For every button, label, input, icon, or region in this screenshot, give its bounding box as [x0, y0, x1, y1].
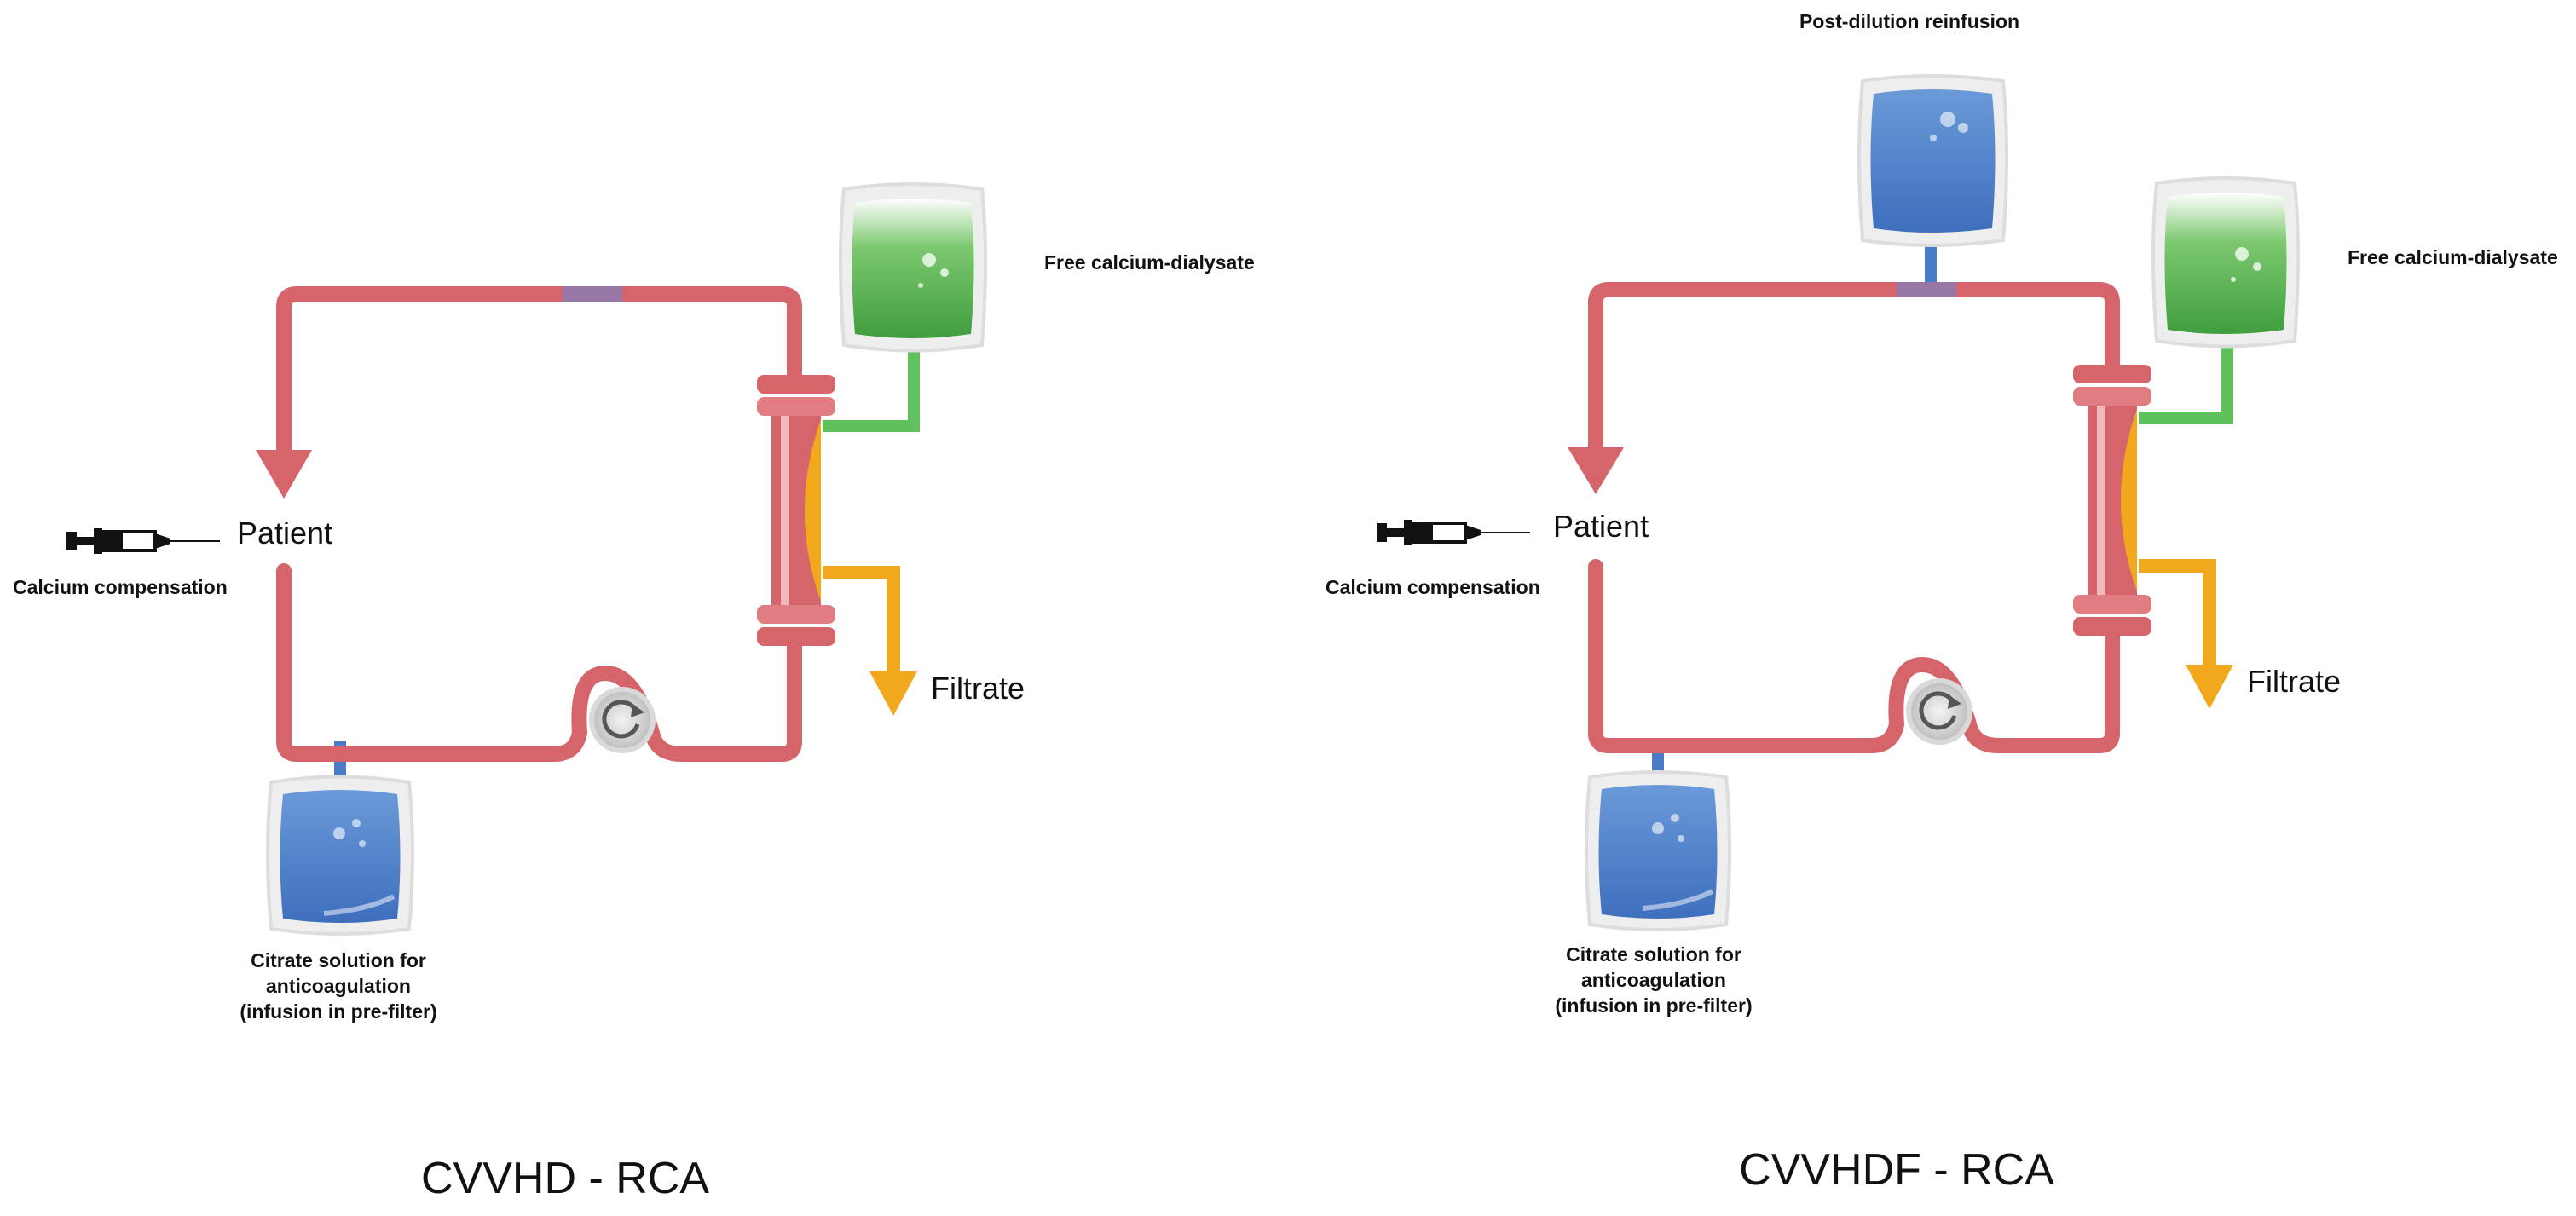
roller-pump	[589, 687, 656, 753]
calcium-label: Calcium compensation	[1326, 576, 1540, 598]
citrate-label-line3: (infusion in pre-filter)	[1555, 994, 1752, 1017]
filtrate-line	[823, 566, 900, 673]
filtrate-arrow	[869, 671, 917, 716]
panel-title: CVVHD - RCA	[421, 1154, 709, 1203]
citrate-label-line2: anticoagulation	[266, 975, 411, 997]
citrate-bag	[1585, 770, 1731, 931]
line-tint	[1897, 282, 1956, 297]
patient-label: Patient	[1553, 509, 1649, 544]
roller-pump	[1906, 678, 1972, 745]
filtrate-label: Filtrate	[931, 671, 1025, 706]
dialysate-line	[2139, 337, 2233, 424]
dialysate-line	[823, 341, 920, 432]
citrate-label-line1: Citrate solution for	[251, 949, 426, 971]
panel-cvvhdf: Post-dilution reinfusion Patient Calcium…	[1326, 10, 2558, 1195]
dialysate-label: Free calcium-dialysate	[2348, 246, 2558, 268]
flow-arrow-to-patient	[1568, 447, 1624, 494]
patient-label: Patient	[237, 516, 332, 550]
citrate-bag	[266, 775, 414, 936]
pump-rotation-icon	[1919, 691, 1957, 730]
flow-arrow-to-patient	[256, 450, 312, 499]
reinfusion-bag	[1857, 74, 2008, 247]
citrate-label-line3: (infusion in pre-filter)	[240, 1000, 436, 1023]
panel-title: CVVHDF - RCA	[1739, 1145, 2054, 1195]
citrate-label-line2: anticoagulation	[1581, 969, 1726, 991]
dialysate-label: Free calcium-dialysate	[1044, 251, 1255, 274]
line-tint	[563, 286, 622, 302]
dialysate-bag	[2151, 176, 2300, 349]
blood-circuit-line	[1588, 282, 2120, 753]
syringe-icon	[1377, 520, 1530, 545]
citrate-label-line1: Citrate solution for	[1566, 943, 1741, 965]
panel-cvvhd: Patient Calcium compensation Free calciu…	[13, 182, 1255, 1203]
dialysate-bag	[839, 182, 987, 353]
filtrate-arrow	[2186, 665, 2233, 709]
reinfusion-label: Post-dilution reinfusion	[1799, 10, 2019, 32]
pump-rotation-icon	[602, 700, 640, 739]
hemofilter	[2073, 365, 2151, 636]
blood-circuit-line	[276, 286, 802, 762]
reinfusion-line	[1925, 237, 1937, 290]
syringe-icon	[66, 528, 220, 554]
calcium-label: Calcium compensation	[13, 576, 228, 598]
filtrate-line	[2139, 559, 2216, 666]
hemofilter	[757, 375, 835, 646]
filtrate-label: Filtrate	[2247, 664, 2341, 699]
